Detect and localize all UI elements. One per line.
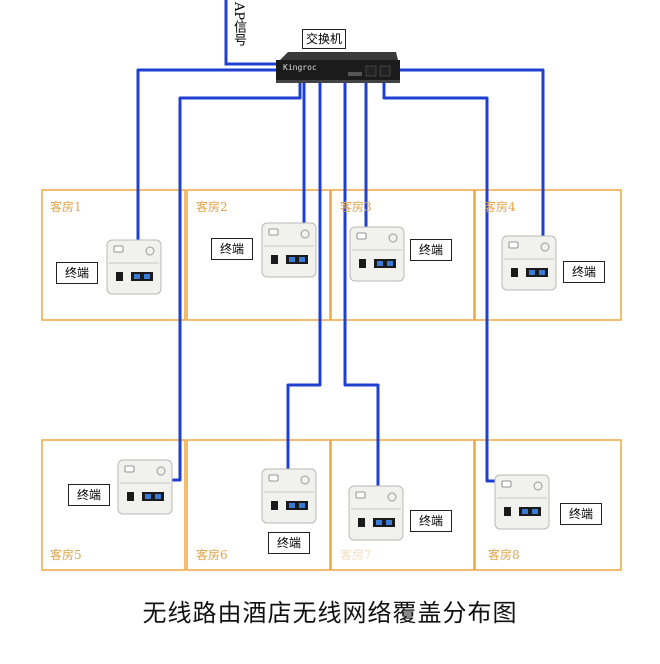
terminal-label-room-1: 终端 <box>56 262 98 284</box>
cable-room-6 <box>286 78 322 472</box>
terminal-label-room-4: 终端 <box>563 261 605 283</box>
room-label-7: 客房7 <box>340 548 372 562</box>
terminal-label-room-6: 终端 <box>268 532 310 554</box>
room-box-5 <box>41 439 186 571</box>
cable-room-8 <box>382 78 497 483</box>
switch-label: 交换机 <box>302 29 347 49</box>
cable-room-7 <box>343 78 380 488</box>
room-box-1 <box>41 189 186 321</box>
cable-room-4 <box>392 68 545 238</box>
terminal-label-room-2: 终端 <box>211 238 253 260</box>
room-label-8: 客房8 <box>488 548 520 562</box>
room-box-7 <box>330 439 475 571</box>
room-label-3: 客房3 <box>340 200 372 214</box>
room-label-2: 客房2 <box>196 200 228 214</box>
ap-signal-cable <box>224 0 282 66</box>
terminal-label-room-3: 终端 <box>410 239 452 261</box>
wall-ap-outlet-3 <box>349 226 405 282</box>
cables <box>136 68 545 488</box>
diagram-caption: 无线路由酒店无线网络覆盖分布图 <box>142 599 518 627</box>
switch-brand: Kingroc <box>283 63 317 72</box>
outlets <box>106 222 557 541</box>
room-box-6 <box>186 439 331 571</box>
room-label-4: 客房4 <box>484 200 516 214</box>
room-box-8 <box>474 439 622 571</box>
room-label-1: 客房1 <box>50 200 82 214</box>
wall-ap-outlet-5 <box>117 459 173 515</box>
cable-room-5 <box>165 78 302 482</box>
cable-room-1 <box>136 68 282 245</box>
wall-ap-outlet-4 <box>501 235 557 291</box>
room-box-4 <box>474 189 622 321</box>
room-grid <box>41 189 622 571</box>
room-box-3 <box>330 189 475 321</box>
wall-ap-outlet-8 <box>494 474 550 530</box>
terminal-label-room-5: 终端 <box>68 484 110 506</box>
wall-ap-outlet-2 <box>261 222 317 278</box>
wall-ap-outlet-6 <box>261 468 317 524</box>
room-box-2 <box>186 189 331 321</box>
wall-ap-outlet-1 <box>106 239 162 295</box>
terminal-label-room-7: 终端 <box>410 510 452 532</box>
room-label-5: 客房5 <box>50 548 82 562</box>
terminal-label-room-8: 终端 <box>560 503 602 525</box>
switch-device <box>276 52 400 83</box>
room-label-6: 客房6 <box>196 548 228 562</box>
wall-ap-outlet-7 <box>348 485 404 541</box>
ap-signal-label: AP信号 <box>231 2 246 47</box>
